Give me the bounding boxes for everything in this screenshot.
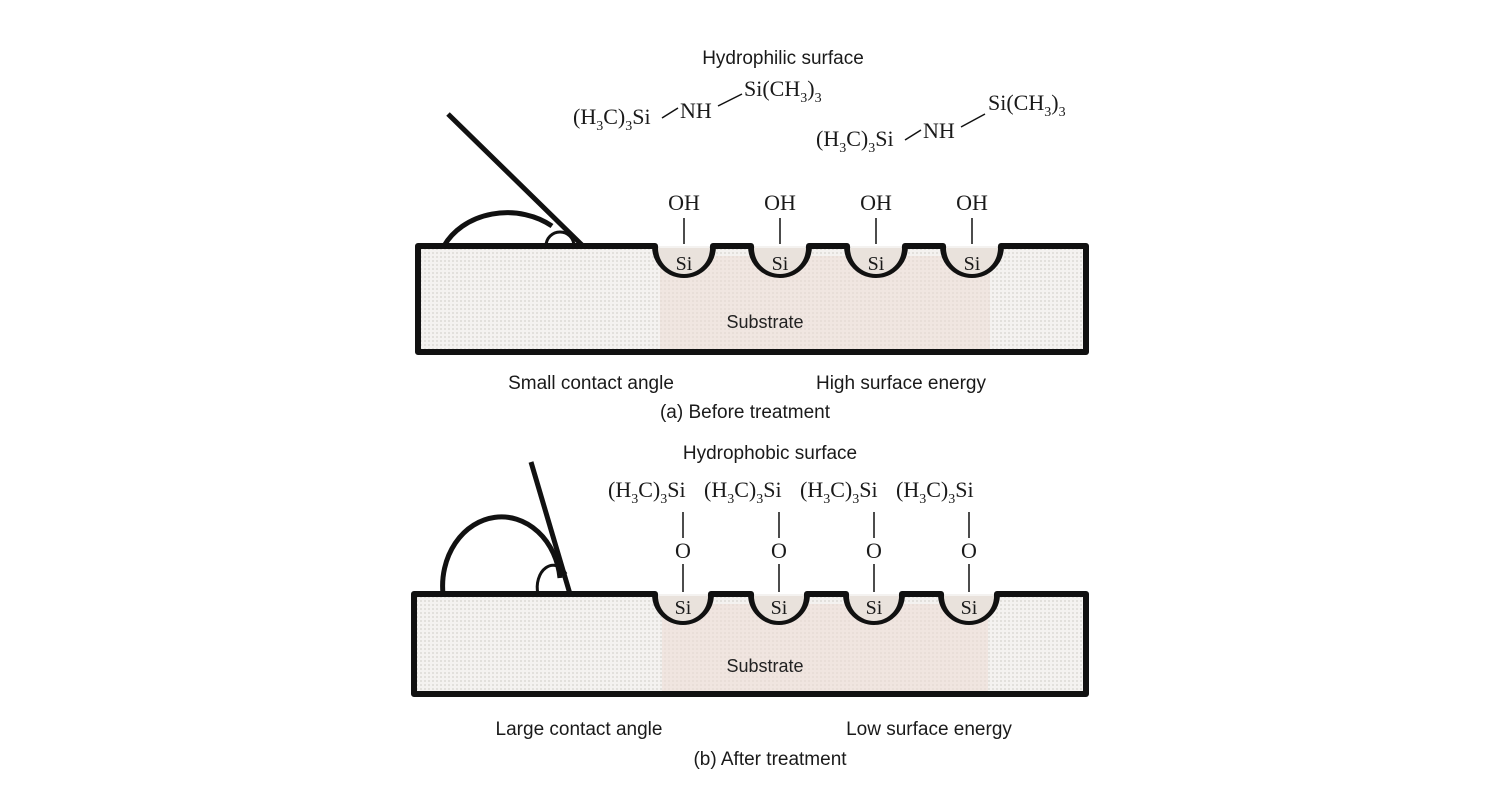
svg-text:OH: OH: [764, 190, 796, 215]
panel-a-title: Hydrophilic surface: [702, 48, 864, 69]
molecule-1-nh: NH: [680, 98, 712, 123]
svg-text:Si: Si: [866, 597, 883, 619]
svg-text:Si: Si: [868, 253, 885, 275]
si-pocket: [754, 248, 806, 274]
si-pocket: [944, 596, 994, 621]
panel-b-left-caption: Large contact angle: [496, 719, 663, 740]
molecule-2-nh: NH: [923, 118, 955, 143]
bond-line: [904, 129, 922, 141]
tms-group-3: (H3C)3Si O Si: [800, 477, 883, 619]
svg-text:O: O: [675, 538, 691, 563]
tms-group-4: (H3C)3Si O Si: [896, 477, 978, 619]
substrate-a-outline: [415, 243, 1089, 355]
droplet-a-outline: [441, 210, 554, 248]
tms-group-2: (H3C)3Si O Si: [704, 477, 788, 619]
substrate-a-tint: [660, 256, 990, 350]
bond-line: [661, 107, 679, 119]
oh-group-2: OH Si: [764, 190, 796, 275]
molecule-2-right: Si(CH3)3: [988, 90, 1066, 120]
substrate-b-tint: [662, 604, 988, 692]
panel-a: Hydrophilic surface (H3C)3Si NH Si(CH3)3…: [415, 48, 1089, 423]
svg-text:(H3C)3Si: (H3C)3Si: [608, 477, 686, 507]
tangent-line: [528, 461, 573, 595]
svg-text:OH: OH: [956, 190, 988, 215]
svg-text:(H3C)3Si: (H3C)3Si: [800, 477, 878, 507]
panel-b-right-caption: Low surface energy: [846, 719, 1012, 740]
svg-text:Si: Si: [676, 253, 693, 275]
tms-group-1: (H3C)3Si O Si: [608, 477, 692, 619]
si-pocket: [658, 596, 708, 621]
panel-b-title: Hydrophobic surface: [683, 443, 857, 464]
panel-b-caption: (b) After treatment: [693, 749, 847, 770]
svg-text:(H3C)3Si: (H3C)3Si: [704, 477, 782, 507]
substrate-b-outline: [411, 591, 1089, 697]
si-pocket: [754, 596, 804, 621]
svg-text:Si: Si: [771, 597, 788, 619]
substrate-b-label: Substrate: [726, 656, 803, 676]
oh-group-1: OH Si: [668, 190, 700, 275]
hmds-molecule-1: (H3C)3Si NH Si(CH3)3: [573, 76, 822, 134]
si-pocket: [658, 248, 710, 274]
oh-group-4: OH Si: [956, 190, 988, 275]
molecule-1-formula: (H3C)3Si: [573, 104, 651, 134]
molecule-1-right: Si(CH3)3: [744, 76, 822, 106]
svg-text:O: O: [866, 538, 882, 563]
hmds-molecule-2: (H3C)3Si NH Si(CH3)3: [816, 90, 1066, 156]
bond-line: [717, 93, 743, 107]
droplet-a: [441, 112, 585, 248]
contact-angle-arc: [544, 230, 576, 247]
svg-text:OH: OH: [860, 190, 892, 215]
tangent-line: [446, 112, 585, 248]
svg-text:Si: Si: [772, 253, 789, 275]
svg-text:Si: Si: [964, 253, 981, 275]
panel-a-right-caption: High surface energy: [816, 373, 987, 394]
molecule-2-formula: (H3C)3Si: [816, 126, 894, 156]
substrate-a-label: Substrate: [726, 312, 803, 332]
droplet-b: [440, 461, 573, 595]
si-pocket: [850, 248, 902, 274]
si-pocket: [946, 248, 998, 274]
panel-b: Hydrophobic surface (H3C)3Si O Si (H3C)3…: [411, 443, 1089, 770]
oh-group-3: OH Si: [860, 190, 892, 275]
bond-line: [960, 113, 986, 128]
panel-a-caption: (a) Before treatment: [660, 402, 831, 423]
svg-text:O: O: [961, 538, 977, 563]
svg-text:(H3C)3Si: (H3C)3Si: [896, 477, 974, 507]
panel-a-left-caption: Small contact angle: [508, 373, 674, 394]
si-pocket: [849, 596, 899, 621]
svg-text:Si: Si: [675, 597, 692, 619]
svg-text:OH: OH: [668, 190, 700, 215]
svg-text:O: O: [771, 538, 787, 563]
droplet-b-outline: [440, 514, 563, 595]
svg-text:Si: Si: [961, 597, 978, 619]
